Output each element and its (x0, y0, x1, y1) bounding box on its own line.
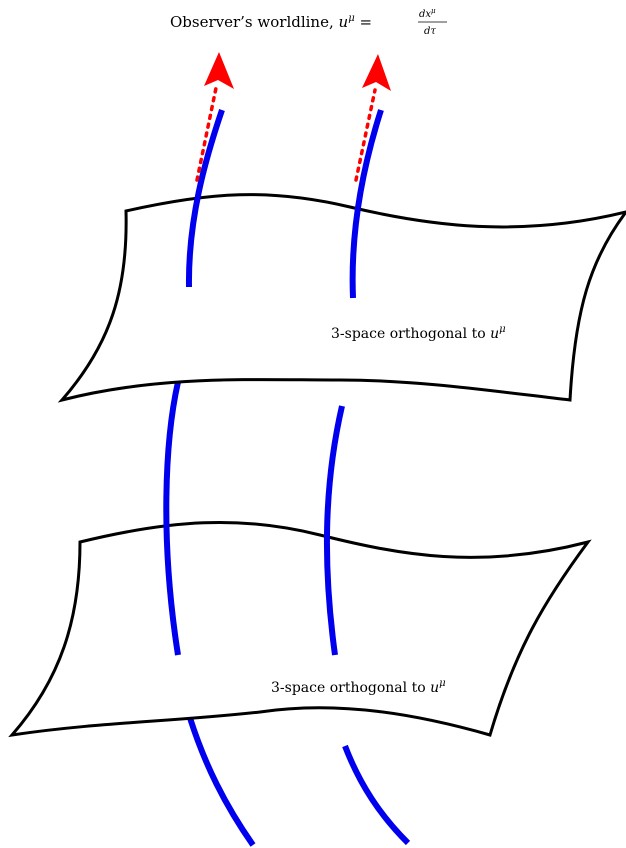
worldline-left-top (185, 109, 225, 288)
worldline-right-middle (323, 405, 345, 656)
fraction-numerator: dxμ (419, 7, 436, 20)
velocity-fraction: dxμ dτ (418, 7, 447, 37)
diagram-title: Observer’s worldline, uμ = (170, 13, 372, 31)
worldline-left-middle (163, 381, 181, 656)
four-velocity-arrow-right-head (362, 54, 391, 91)
worldline-left-tail (187, 717, 256, 847)
four-velocity-arrow-left-head (204, 52, 234, 89)
four-velocity-arrow-right-line (354, 88, 377, 182)
upper-spatial-slice (57, 193, 626, 403)
lower-spatial-slice (8, 520, 592, 738)
upper-slice-label: 3-space orthogonal to uμ (331, 324, 506, 342)
worldline-right-tail (342, 744, 411, 846)
four-velocity-arrow-left-line (195, 86, 218, 182)
fraction-denominator: dτ (424, 26, 436, 37)
lower-slice-label: 3-space orthogonal to uμ (271, 678, 446, 696)
worldline-right-top (349, 109, 384, 299)
